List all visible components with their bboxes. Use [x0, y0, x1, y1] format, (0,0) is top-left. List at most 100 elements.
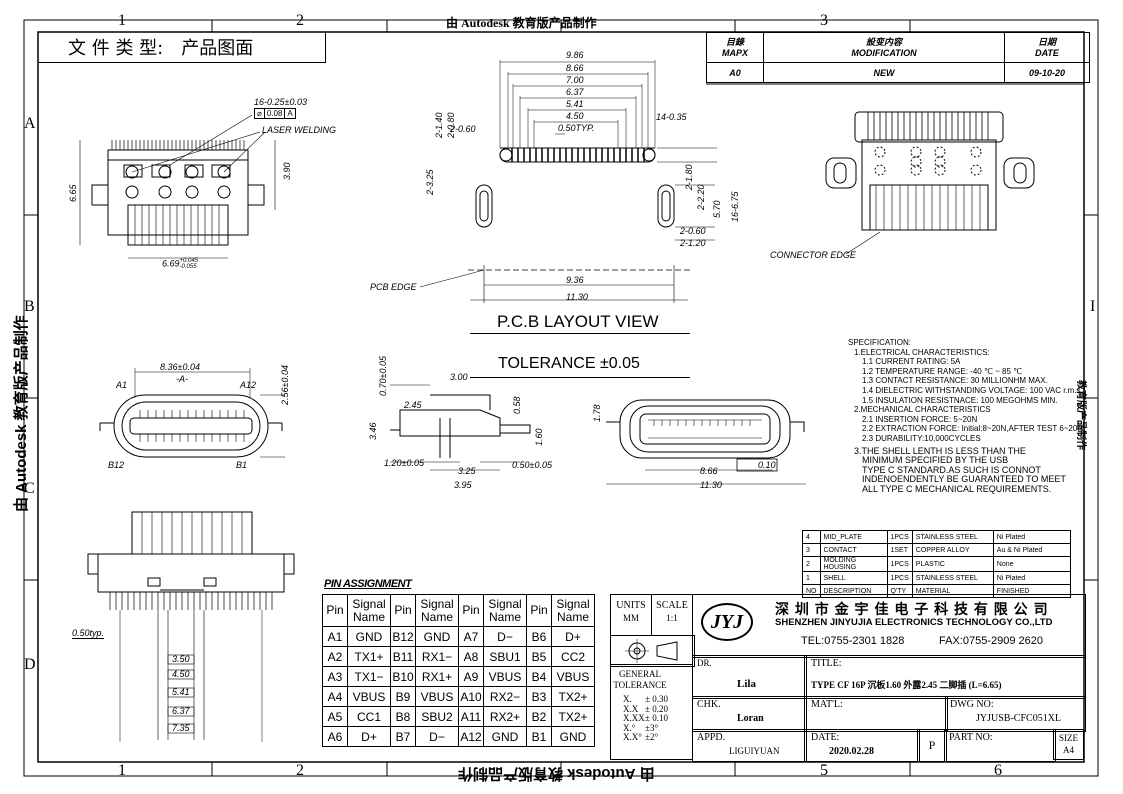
bom-desc: SHELL	[819, 571, 888, 585]
bom-no: 4	[802, 530, 821, 544]
pin-cell: A3	[322, 666, 348, 687]
zone-bottom-2: 2	[296, 762, 304, 779]
spec-line-1: 1.ELECTRICAL CHARACTERISTICS:	[854, 347, 990, 357]
approved-by-cell: APPD. LIGUIYUAN	[692, 729, 807, 762]
dim-bl-4-50: 4.50	[172, 669, 190, 679]
dim-side-0-50: 0.50±0.05	[512, 460, 552, 470]
pin-header: Pin	[458, 594, 484, 627]
dim-side-2-45: 2.45	[404, 400, 422, 410]
appd-value: LIGUIYUAN	[729, 746, 780, 756]
chk-value: Loran	[737, 713, 764, 724]
bom-finish: None	[992, 556, 1071, 572]
pin-assignment-title: PIN ASSIGNMENT	[324, 578, 412, 590]
pin-assignment-table: Pin Signal Name Pin Signal Name Pin Sign…	[322, 594, 595, 747]
pin-header: Pin	[322, 594, 348, 627]
pin-cell: A11	[458, 706, 484, 727]
dim-pcb-7-00: 7.00	[566, 75, 584, 85]
chk-label: CHK.	[697, 699, 721, 710]
specification-block: SPECIFICATION: 1.ELECTRICAL CHARACTERIST…	[848, 338, 1088, 495]
signal-cell: GND	[415, 626, 459, 647]
signal-cell: GND	[551, 726, 595, 747]
title-label: TITLE:	[811, 658, 842, 669]
tol-value: ± 0.20	[645, 703, 668, 714]
dim-16-6-75: 16-6.75	[730, 191, 740, 222]
size-cell: SIZE A4	[1053, 729, 1084, 760]
zone-bottom-1: 1	[118, 762, 126, 779]
dim-9-36: 9.36	[566, 275, 584, 285]
front-view-drawing	[99, 368, 285, 458]
dim-pcb-5-41: 5.41	[566, 99, 584, 109]
signal-cell: VBUS	[551, 666, 595, 687]
bom-desc: CONTACT	[819, 543, 888, 557]
dim-front-height: 2.56±0.04	[280, 365, 290, 405]
signal-header: Signal Name	[483, 594, 527, 627]
signal-cell: GND	[483, 726, 527, 747]
signal-cell: CC1	[347, 706, 391, 727]
projection-code: P	[917, 729, 947, 762]
tol-value: ±3°	[645, 722, 659, 733]
signal-cell: SBU1	[483, 646, 527, 667]
projection-symbol-cell	[610, 635, 695, 667]
dim-3-90: 3.90	[282, 162, 292, 180]
dim-2-2-20: 2-2.20	[696, 184, 706, 210]
bom-finish: Ni Plated	[992, 530, 1071, 544]
signal-cell: VBUS	[347, 686, 391, 707]
rev-header-mapx-en: MAPX	[721, 47, 748, 58]
watermark-bottom: 由 Autodesk 教育版产品制作	[458, 765, 655, 782]
label-b12: B12	[108, 460, 125, 470]
material-cell: MAT'L:	[804, 696, 948, 732]
units-value: MM	[622, 613, 639, 623]
part-label: PART NO:	[949, 732, 993, 743]
connector-edge-label: CONNECTOR EDGE	[770, 250, 856, 260]
matl-label: MAT'L:	[811, 699, 843, 710]
pcb-title-underline	[470, 333, 690, 334]
pin-cell: A2	[322, 646, 348, 667]
dim-11-30: 11.30	[566, 292, 588, 302]
pin-cell: A4	[322, 686, 348, 707]
pcb-layout-title: P.C.B LAYOUT VIEW	[497, 312, 659, 331]
spec-line-6: 1.5 INSULATION RESISTNACE: 100 MEGOHMS M…	[862, 395, 1058, 405]
pin-cell: B2	[526, 706, 552, 727]
bom-no: 1	[802, 571, 821, 585]
company-logo: JYJ	[701, 603, 753, 641]
dim-bl-6-37: 6.37	[172, 706, 190, 716]
pin-header: Pin	[390, 594, 416, 627]
company-name-cn: 深 圳 市 金 宇 佳 电 子 科 技 有 限 公 司	[775, 601, 1049, 617]
signal-cell: RX1−	[415, 646, 459, 667]
bom-no: 2	[802, 556, 821, 572]
tol-key: X.XX	[623, 713, 645, 723]
signal-cell: D−	[483, 626, 527, 647]
pin-cell: B7	[390, 726, 416, 747]
bom-material: COPPER ALLOY	[911, 543, 994, 557]
rev-modification: NEW	[763, 62, 1005, 83]
signal-cell: VBUS	[483, 666, 527, 687]
zone-bottom-6: 6	[994, 762, 1002, 779]
dim-side-0-70: 0.70±0.05	[378, 356, 388, 396]
header-top-text: 由 Autodesk 教育版产品制作	[446, 16, 597, 30]
company-fax: FAX:0755-2909 2620	[939, 635, 1043, 647]
pin-cell: A5	[322, 706, 348, 727]
general-tolerance-cell: GENERAL TOLERANCE X.± 0.30 X.X± 0.20 X.X…	[610, 664, 693, 760]
dr-label: DR.	[697, 658, 712, 668]
dim-2-0-60-top: 2-0.60	[450, 124, 476, 134]
tol-value: ±2°	[645, 732, 659, 742]
dim-pitch-0-50: 0.50typ.	[72, 628, 105, 639]
rev-header-mod-cn: 設变内容	[865, 36, 902, 47]
dim-width-tol-minus: -0.055	[179, 264, 197, 270]
pin-cell: B3	[526, 686, 552, 707]
signal-cell: RX1+	[415, 666, 459, 687]
bom-no: 3	[802, 543, 821, 557]
dim-front-width: 8.36±0.04	[160, 362, 200, 372]
date-cell: DATE: 2020.02.28	[804, 729, 920, 762]
pin-cell: A12	[458, 726, 484, 747]
spec-line-5: 1.4 DIELECTRIC WITHSTANDING VOLTAGE: 100…	[862, 385, 1081, 395]
pin-cell: B12	[390, 626, 416, 647]
bom-material: PLASTIC	[911, 556, 994, 572]
rev-header-mod-en: MODIFICATION	[851, 47, 917, 58]
dim-pcb-6-37: 6.37	[566, 87, 584, 97]
dim-2-1-80: 2-1.80	[684, 164, 694, 190]
dim-2-3-25: 2-3.25	[425, 169, 435, 195]
